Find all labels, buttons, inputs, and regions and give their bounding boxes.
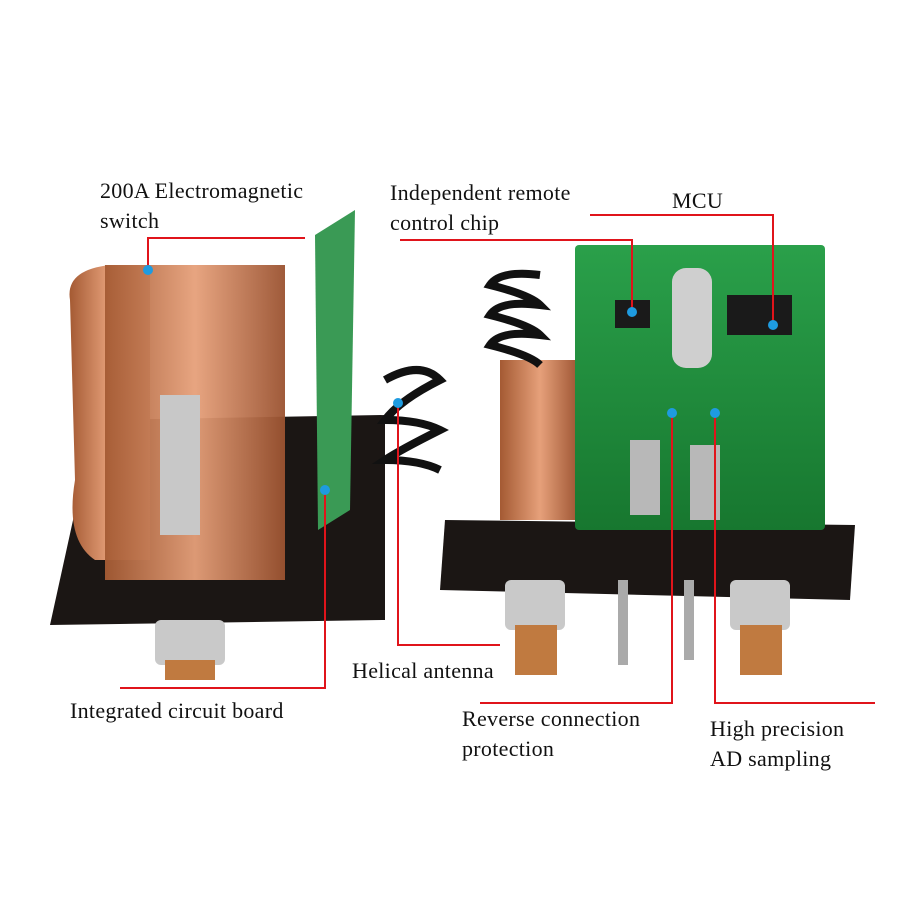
helical-antenna-left — [371, 366, 449, 474]
label-antenna: Helical antenna — [352, 658, 494, 683]
helical-antenna-right — [483, 269, 552, 369]
leader-line-switch — [147, 237, 305, 270]
relay-side-view — [50, 210, 449, 680]
leader-line-antenna — [397, 403, 500, 646]
leader-line-chip — [400, 239, 633, 312]
solder-pad-1 — [630, 440, 660, 515]
pin-2 — [684, 580, 694, 660]
label-reverse-line1: Reverse connection — [462, 706, 640, 731]
pin-1 — [618, 580, 628, 665]
terminal-nut-r2 — [730, 580, 790, 630]
marker-dot-mcu — [768, 320, 778, 330]
label-ad-line1: High precision — [710, 716, 844, 741]
terminal-nut-r1 — [505, 580, 565, 630]
leader-line-reverse — [480, 413, 673, 704]
spring — [160, 395, 200, 535]
mcu-chip — [727, 295, 792, 335]
relay-base-right — [440, 520, 855, 600]
leader-line-board — [120, 490, 326, 689]
label-switch-line2: switch — [100, 208, 159, 233]
crystal — [672, 268, 712, 368]
marker-dot-reverse — [667, 408, 677, 418]
marker-dot-chip — [627, 307, 637, 317]
braided-wire-right — [500, 360, 580, 520]
marker-dot-antenna — [393, 398, 403, 408]
terminal-bolt-r1 — [515, 625, 557, 675]
leader-line-mcu — [590, 214, 774, 325]
terminal-nut-left — [155, 620, 225, 665]
terminal-bolt-r2 — [740, 625, 782, 675]
label-mcu: MCU — [672, 188, 723, 213]
leader-line-ad — [714, 413, 875, 704]
label-ad-line2: AD sampling — [710, 746, 831, 771]
label-reverse-line2: protection — [462, 736, 554, 761]
marker-dot-ad — [710, 408, 720, 418]
label-chip-line1: Independent remote — [390, 180, 571, 205]
marker-dot-board — [320, 485, 330, 495]
label-board: Integrated circuit board — [70, 698, 284, 723]
side-circuit-board — [315, 210, 355, 530]
terminal-bolt-left — [165, 660, 215, 680]
label-chip-line2: control chip — [390, 210, 499, 235]
marker-dot-switch — [143, 265, 153, 275]
relay-board-view — [440, 245, 855, 675]
label-switch-line1: 200A Electromagnetic — [100, 178, 303, 203]
